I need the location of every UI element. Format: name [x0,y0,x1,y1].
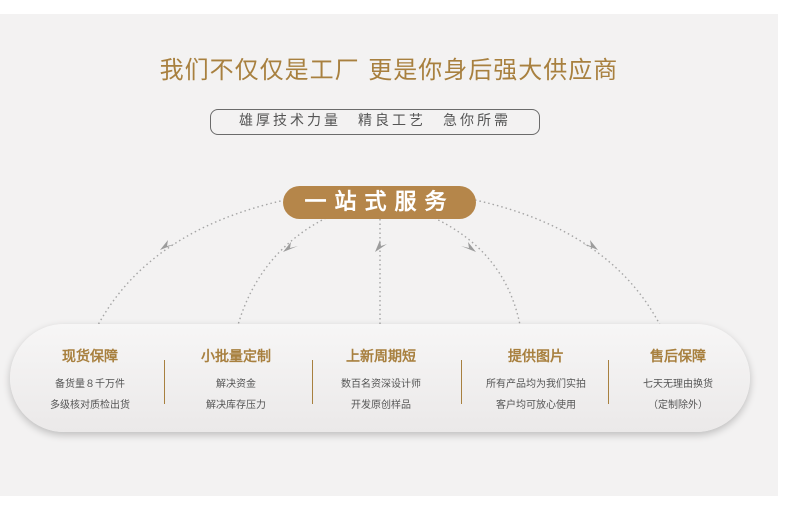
service-title: 上新周期短 [346,349,416,365]
divider [461,360,462,404]
service-title: 现货保障 [62,349,118,365]
arc-5 [474,199,661,326]
one-stop-service-badge: 一站式服务 [283,186,476,219]
arc-1 [97,199,286,326]
arrow-down-right-icon [461,242,476,252]
service-line: 七天无理由换货 [643,379,713,390]
arrow-down-right-icon [583,240,598,250]
service-title: 小批量定制 [201,349,271,365]
service-title: 提供图片 [508,349,564,365]
service-line: （定制除外） [648,400,708,411]
service-after-sales: 售后保障 七天无理由换货 （定制除外） [605,346,751,416]
service-title: 售后保障 [650,349,706,365]
service-spot-guarantee: 现货保障 备货量８千万件 多级核对质检出货 [17,346,163,416]
service-short-cycle: 上新周期短 数百名资深设计师 开发原创样品 [308,346,454,416]
arc-4 [429,215,521,326]
service-line: 解决资金 [216,379,256,390]
divider [164,360,165,404]
service-small-batch: 小批量定制 解决资金 解决库存压力 [163,346,309,416]
divider [312,360,313,404]
service-line: 开发原创样品 [351,400,411,411]
service-images: 提供图片 所有产品均为我们实拍 客户均可放心使用 [463,346,609,416]
divider [608,360,609,404]
subtitle-box: 雄厚技术力量 精良工艺 急你所需 [210,109,540,135]
arrow-down-left-icon [283,242,298,252]
arrow-down-icon [375,240,387,252]
arrow-down-left-icon [160,240,175,250]
arc-2 [237,215,331,326]
service-line: 客户均可放心使用 [496,400,576,411]
service-line: 多级核对质检出货 [50,400,130,411]
service-line: 备货量８千万件 [55,379,125,390]
service-line: 数百名资深设计师 [341,379,421,390]
page-headline: 我们不仅仅是工厂 更是你身后强大供应商 [159,56,619,84]
service-line: 解决库存压力 [206,400,266,411]
services-bar: 现货保障 备货量８千万件 多级核对质检出货 小批量定制 解决资金 解决库存压力 … [10,324,750,432]
service-line: 所有产品均为我们实拍 [486,379,586,390]
